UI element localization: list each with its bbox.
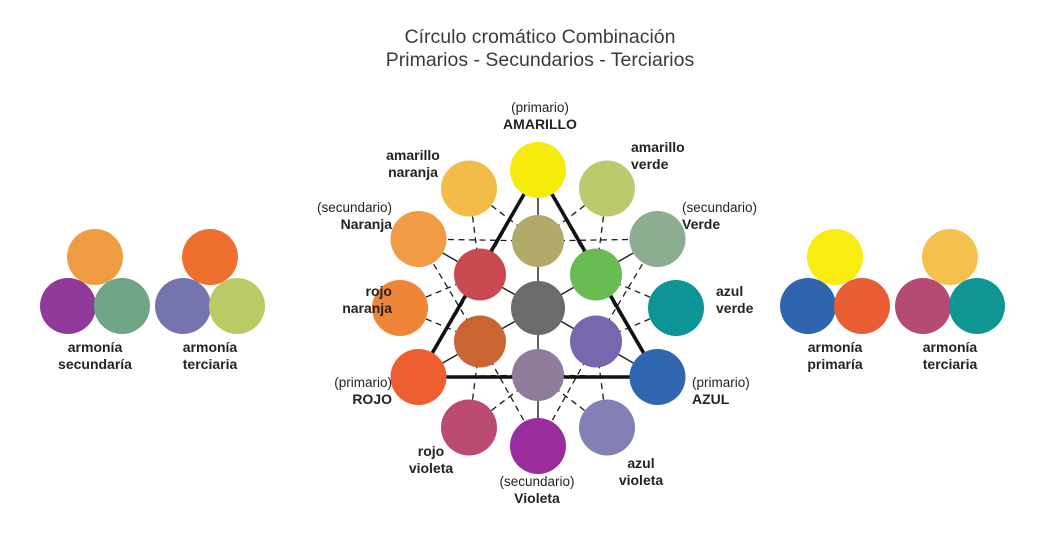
circle-armonia-terciaria-izquierda-top <box>182 229 238 285</box>
label-amarillo: (primario)AMARILLO <box>503 99 577 133</box>
label-naranja: (secundario)Naranja <box>317 199 392 233</box>
label-rojo-naranja-line: rojo <box>365 283 392 299</box>
circle-armonia-secundaria-top <box>67 229 123 285</box>
circle-interior-azul <box>570 315 623 368</box>
label-amarillo-line: (primario) <box>511 100 569 115</box>
label-armonia-terciaria-izquierda-line: terciaria <box>182 356 238 372</box>
circle-armonia-terciaria-derecha-bottom-left <box>895 278 951 334</box>
label-amarillo-verde-line: verde <box>631 156 669 172</box>
label-azul-line: AZUL <box>692 391 730 407</box>
label-violeta: (secundario)Violeta <box>499 473 574 507</box>
label-amarillo-line: AMARILLO <box>503 116 577 132</box>
label-azul-violeta-line: azul <box>627 455 655 471</box>
label-violeta-line: Violeta <box>514 490 560 506</box>
title-line-2: Primarios - Secundarios - Terciarios <box>385 49 695 71</box>
label-naranja-line: (secundario) <box>316 200 392 215</box>
label-azul-line: (primario) <box>692 375 750 390</box>
circle-interior-naranja <box>453 248 506 301</box>
circle-centro-gris <box>511 281 565 335</box>
page-title: Círculo cromático Combinación Primarios … <box>386 26 695 72</box>
label-amarillo-naranja-line: naranja <box>388 164 438 180</box>
circle-verde <box>629 211 686 267</box>
label-rojo-line: ROJO <box>352 391 392 407</box>
label-azul-violeta-line: violeta <box>618 472 664 488</box>
label-azul: (primario)AZUL <box>692 374 750 408</box>
label-verde-line: (secundario) <box>682 200 758 215</box>
label-verde: (secundario)Verde <box>682 199 757 233</box>
circle-azul <box>629 349 686 405</box>
circle-amarillo <box>510 142 566 198</box>
circle-armonia-secundaria-bottom-right <box>94 278 150 334</box>
title-line-1: Círculo cromático Combinación <box>404 26 676 48</box>
label-rojo-line: (primario) <box>334 375 392 390</box>
circle-naranja <box>390 211 447 267</box>
label-armonia-secundaria-line: secundaría <box>58 356 132 372</box>
label-rojo: (primario)ROJO <box>334 374 392 408</box>
label-azul-verde-line: azul <box>716 283 744 299</box>
circle-azul-violeta <box>579 399 635 456</box>
label-rojo-violeta-line: violeta <box>408 460 454 476</box>
circle-azul-verde <box>648 280 704 336</box>
circle-violeta <box>510 418 566 474</box>
circle-rojo-violeta <box>441 399 497 456</box>
circle-amarillo-verde <box>579 160 635 217</box>
circle-armonia-primaria-bottom-right <box>834 278 890 334</box>
label-armonia-primaria-line: primaría <box>807 356 863 372</box>
label-armonia-terciaria-derecha-line: terciaria <box>922 356 978 372</box>
circle-armonia-terciaria-izquierda-bottom-right <box>209 278 265 334</box>
label-violeta-line: (secundario) <box>499 474 575 489</box>
circle-amarillo-naranja <box>441 160 497 217</box>
circle-armonia-terciaria-derecha-top <box>922 229 978 285</box>
circle-armonia-primaria-top <box>807 229 863 285</box>
circle-rojo <box>390 349 447 405</box>
label-verde-line: Verde <box>682 216 721 232</box>
circle-armonia-terciaria-derecha-bottom-right <box>949 278 1005 334</box>
circle-interior-rojo <box>453 315 506 368</box>
label-armonia-secundaria-line: armonía <box>67 339 123 355</box>
circle-interior-verde <box>570 248 623 301</box>
circle-armonia-terciaria-izquierda-bottom-left <box>155 278 211 334</box>
label-azul-verde-line: verde <box>716 300 754 316</box>
label-armonia-primaria-line: armonía <box>807 339 863 355</box>
label-amarillo-naranja-line: amarillo <box>386 147 440 163</box>
label-rojo-violeta-line: rojo <box>417 443 445 459</box>
circle-interior-violeta <box>512 349 564 401</box>
circle-rojo-naranja <box>372 280 428 336</box>
label-armonia-terciaria-derecha-line: armonía <box>922 339 978 355</box>
label-armonia-terciaria-izquierda-line: armonía <box>182 339 238 355</box>
circle-interior-amarillo <box>512 215 564 267</box>
label-rojo-naranja-line: naranja <box>342 300 392 316</box>
circle-armonia-secundaria-bottom-left <box>40 278 96 334</box>
label-naranja-line: Naranja <box>340 216 392 232</box>
circle-armonia-primaria-bottom-left <box>780 278 836 334</box>
label-amarillo-verde-line: amarillo <box>631 139 685 155</box>
